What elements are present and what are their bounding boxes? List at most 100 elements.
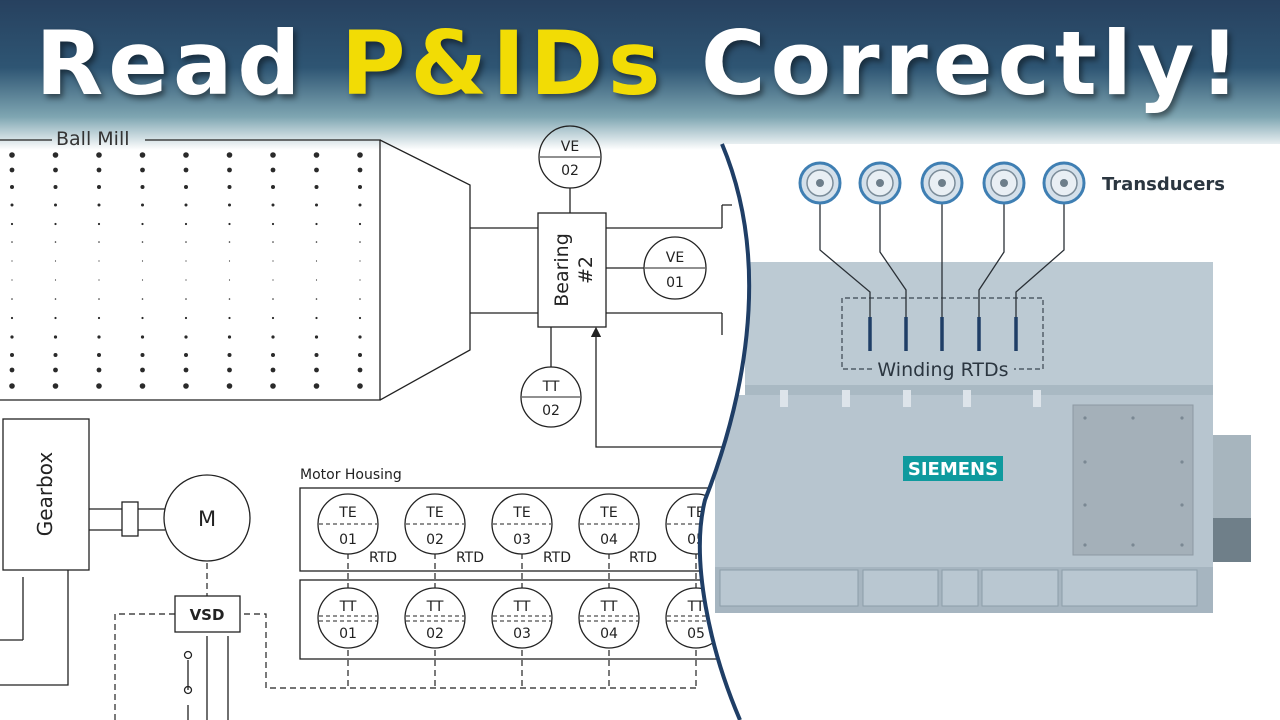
mill-media-dot: [271, 222, 275, 226]
instrument-ve02-tag: VE: [561, 139, 579, 155]
vsd-left-dashed: [114, 613, 175, 720]
tt-instrument-number: 03: [513, 626, 531, 642]
mill-media-dot: [358, 335, 362, 339]
mill-media-dot: [54, 203, 57, 207]
mill-media-dot: [185, 298, 187, 300]
title-highlight: P&IDs: [341, 12, 666, 115]
mill-media-dot: [141, 241, 144, 243]
te-instrument-number: 01: [339, 532, 357, 548]
mill-media-dot: [314, 335, 319, 339]
mill-media-dot: [11, 241, 13, 243]
mill-media-dot: [52, 383, 59, 389]
mill-media-dot: [54, 316, 57, 320]
te-instrument-tag: TE: [599, 505, 617, 521]
mill-media-dot: [271, 203, 275, 207]
mill-media-dot: [11, 279, 13, 281]
gearbox-label: Gearbox: [33, 452, 57, 537]
mill-media-dot: [184, 335, 188, 339]
vsd-right-dashed: [244, 613, 696, 689]
mill-media-dot: [141, 222, 144, 226]
rtd-label-1: RTD: [369, 550, 397, 566]
mill-media-dot: [54, 241, 57, 243]
mill-media-dot: [358, 222, 362, 226]
mill-media-dot: [359, 298, 361, 300]
mill-media-dot: [9, 367, 15, 373]
mill-media-dot: [9, 152, 15, 158]
mill-media-dot: [271, 353, 275, 357]
mill-media-dot: [183, 167, 189, 173]
mill-media-dot: [227, 335, 232, 339]
mill-media-dot: [183, 367, 189, 373]
mill-media-dot: [140, 367, 145, 373]
mill-media-dot: [357, 383, 363, 389]
mill-media-dot: [315, 298, 318, 300]
mill-media-dot: [10, 353, 14, 357]
mill-media-dot: [271, 335, 275, 339]
mill-media-dot: [10, 316, 14, 320]
tt-instrument-number: 04: [600, 626, 618, 642]
mill-media-dot: [315, 260, 318, 262]
coupling: [121, 501, 139, 537]
siemens-badge: [903, 456, 1003, 481]
mill-media-dot: [227, 185, 232, 189]
mill-media-dot: [272, 241, 274, 243]
mill-media-dot: [96, 167, 102, 173]
mill-media-dot: [53, 185, 58, 189]
gearbox-box: [2, 418, 90, 571]
mill-media-dot: [54, 222, 57, 226]
mill-media-dot: [140, 335, 145, 339]
mill-media-dot: [270, 167, 276, 173]
mill-media-dot: [271, 316, 275, 320]
mill-media-dot: [228, 316, 231, 320]
mill-media-dot: [272, 279, 274, 281]
mill-media-dot: [139, 383, 146, 389]
rtd-label-3: RTD: [543, 550, 571, 566]
mill-media-dot: [184, 316, 188, 320]
mill-media-dot: [184, 185, 188, 189]
mill-media-dot: [359, 279, 361, 281]
title-banner: [0, 0, 1280, 150]
mill-media-dot: [315, 222, 318, 226]
mill-media-dot: [359, 260, 361, 262]
mill-media-dot: [97, 353, 101, 357]
mill-media-dot: [97, 203, 101, 207]
mill-media-dot: [10, 222, 14, 226]
tt-instrument-number: 01: [339, 626, 357, 642]
winding-rtds-label: Winding RTDs: [877, 359, 1008, 381]
mill-media-dot: [140, 353, 145, 357]
te-instrument-tag: TE: [425, 505, 443, 521]
siemens-brand: SIEMENS: [908, 459, 998, 480]
tt-instrument-tag: TT: [687, 599, 705, 615]
mill-media-dot: [315, 316, 318, 320]
mill-media-dot: [227, 167, 232, 173]
mill-media-dot: [183, 152, 189, 158]
mill-media-dot: [226, 152, 233, 158]
mill-media-dot: [54, 260, 57, 262]
mill-media-dot: [315, 241, 318, 243]
mill-media-dot: [314, 367, 319, 373]
mill-media-dot: [98, 241, 100, 243]
mill-media-dot: [98, 260, 100, 262]
mill-media-dot: [314, 167, 319, 173]
title-part1: Read: [35, 12, 306, 115]
ball-mill-label: Ball Mill: [56, 128, 130, 150]
mill-media-dot: [140, 185, 145, 189]
mill-media-dot: [54, 279, 57, 281]
mill-media-dot: [314, 185, 319, 189]
gearbox-feedback-lines: [0, 570, 69, 686]
instrument-ve02: [538, 125, 602, 189]
instrument-ve01: [643, 236, 707, 300]
mill-media-dot: [228, 222, 231, 226]
instrument-ve02-num: 02: [561, 163, 579, 179]
motor-label: M: [198, 507, 216, 531]
mill-media-dot: [9, 167, 15, 173]
mill-media-dot: [227, 367, 232, 373]
vsd-inputs: [187, 636, 229, 720]
mill-media-dot: [98, 279, 100, 281]
bearing-box: [537, 212, 607, 328]
tt-instrument-tag: TT: [513, 599, 531, 615]
te-instrument-number: 02: [426, 532, 444, 548]
motor-housing-label: Motor Housing: [300, 467, 402, 483]
